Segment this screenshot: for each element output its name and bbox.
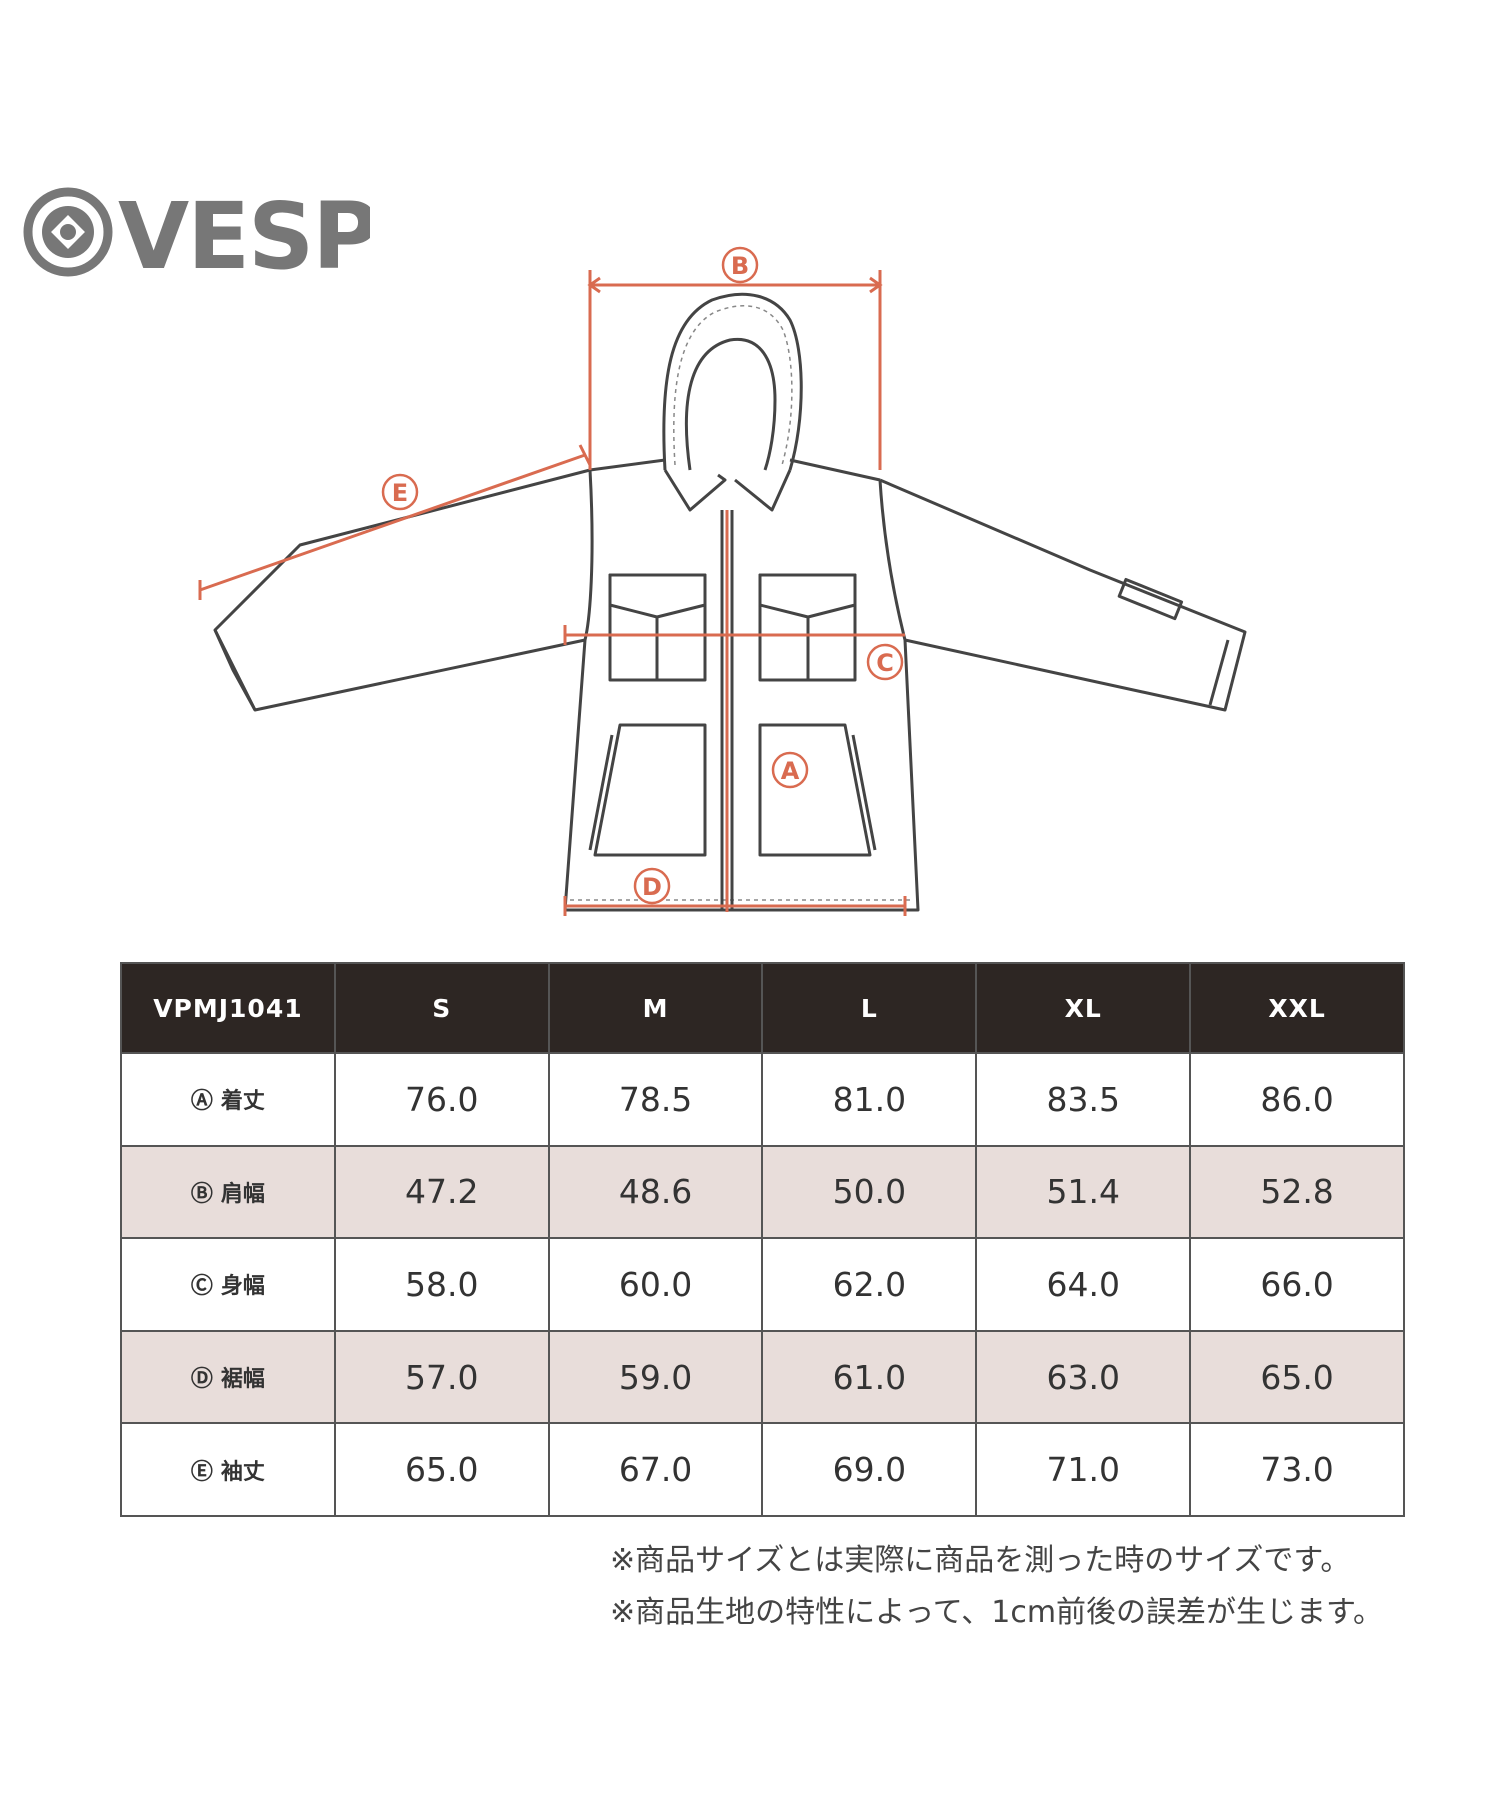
jacket-measurement-diagram: B E C A D <box>198 246 1247 916</box>
table-cell: 76.0 <box>333 1052 550 1147</box>
row-label-text: 身幅 <box>220 1274 265 1300</box>
measure-e: E <box>198 444 592 600</box>
row-mark: Ⓑ <box>190 1181 213 1207</box>
table-cell: 62.0 <box>761 1237 978 1332</box>
chest-pocket-left <box>608 573 707 682</box>
table-cell: 61.0 <box>761 1329 978 1425</box>
table-header-row: VPMJ1041 S M L XL XXL <box>120 962 1405 1054</box>
table-row: Ⓓ 裾幅 57.0 59.0 61.0 63.0 65.0 <box>120 1329 1405 1425</box>
row-label: Ⓔ 袖丈 <box>120 1422 336 1517</box>
table-cell: 57.0 <box>333 1329 550 1425</box>
measure-a: A <box>725 510 809 912</box>
table-cell: 47.2 <box>333 1144 550 1240</box>
table-cell: 65.0 <box>1189 1329 1405 1425</box>
row-mark: Ⓔ <box>190 1459 213 1485</box>
row-label-text: 袖丈 <box>220 1459 265 1485</box>
table-cell: 83.5 <box>975 1052 1192 1147</box>
collar-left <box>663 469 727 512</box>
size-notes: ※商品サイズとは実際に商品を測った時のサイズです。 ※商品生地の特性によって、1… <box>610 1535 1490 1639</box>
svg-text:C: C <box>876 649 894 677</box>
table-cell: 65.0 <box>333 1422 550 1517</box>
brand-name: VESP <box>118 183 370 282</box>
table-cell: 59.0 <box>547 1329 764 1425</box>
row-label: Ⓓ 裾幅 <box>120 1329 336 1425</box>
measure-c: C <box>563 625 905 681</box>
note-line: ※商品生地の特性によって、1cm前後の誤差が生じます。 <box>610 1595 1384 1630</box>
table-cell: 58.0 <box>333 1237 550 1332</box>
header-size-m: M <box>547 962 764 1054</box>
row-label-text: 着丈 <box>220 1089 265 1115</box>
right-sleeve-outline <box>879 478 1247 712</box>
sleeve-patch <box>1117 577 1184 621</box>
header-size-xxl: XXL <box>1189 962 1405 1054</box>
lower-pocket-right <box>758 723 877 857</box>
table-cell: 71.0 <box>975 1422 1192 1517</box>
table-row: Ⓑ 肩幅 47.2 48.6 50.0 51.4 52.8 <box>120 1144 1405 1240</box>
note-line: ※商品サイズとは実際に商品を測った時のサイズです。 <box>610 1543 1351 1578</box>
table-cell: 69.0 <box>761 1422 978 1517</box>
row-label: Ⓑ 肩幅 <box>120 1144 336 1240</box>
table-cell: 66.0 <box>1189 1237 1405 1332</box>
table-cell: 64.0 <box>975 1237 1192 1332</box>
vesp-emblem-icon <box>23 187 113 277</box>
table-cell: 73.0 <box>1189 1422 1405 1517</box>
svg-text:B: B <box>731 252 749 280</box>
table-cell: 63.0 <box>975 1329 1192 1425</box>
row-label: Ⓒ 身幅 <box>120 1237 336 1332</box>
row-label-text: 裾幅 <box>220 1367 265 1393</box>
svg-text:A: A <box>781 757 800 785</box>
table-cell: 60.0 <box>547 1237 764 1332</box>
table-row: Ⓒ 身幅 58.0 60.0 62.0 64.0 66.0 <box>120 1237 1405 1332</box>
row-label: Ⓐ 着丈 <box>120 1052 336 1147</box>
brand-logo: VESP <box>23 183 370 282</box>
table-cell: 81.0 <box>761 1052 978 1147</box>
table-cell: 86.0 <box>1189 1052 1405 1147</box>
hood-inner <box>684 337 777 471</box>
measure-b: B <box>587 246 883 470</box>
size-table: VPMJ1041 S M L XL XXL Ⓐ 着丈 76.0 78.5 81.0… <box>120 962 1405 1517</box>
jacket-body-outline <box>563 458 920 912</box>
row-mark: Ⓐ <box>190 1089 213 1115</box>
header-model: VPMJ1041 <box>120 962 336 1054</box>
chest-pocket-right <box>758 573 857 682</box>
header-size-xl: XL <box>975 962 1192 1054</box>
lower-pocket-left <box>588 723 707 857</box>
svg-text:D: D <box>642 873 662 901</box>
table-cell: 50.0 <box>761 1144 978 1240</box>
header-size-s: S <box>333 962 550 1054</box>
table-row: Ⓔ 袖丈 65.0 67.0 69.0 71.0 73.0 <box>120 1422 1405 1517</box>
table-cell: 67.0 <box>547 1422 764 1517</box>
table-cell: 51.4 <box>975 1144 1192 1240</box>
hood-outline <box>662 292 803 471</box>
table-row: Ⓐ 着丈 76.0 78.5 81.0 83.5 86.0 <box>120 1052 1405 1147</box>
table-cell: 52.8 <box>1189 1144 1405 1240</box>
svg-text:E: E <box>392 479 408 507</box>
table-cell: 78.5 <box>547 1052 764 1147</box>
row-mark: Ⓒ <box>190 1274 213 1300</box>
header-size-l: L <box>761 962 978 1054</box>
collar-right <box>734 469 792 512</box>
row-mark: Ⓓ <box>190 1367 213 1393</box>
table-cell: 48.6 <box>547 1144 764 1240</box>
center-zipper <box>720 510 734 910</box>
row-label-text: 肩幅 <box>220 1181 265 1207</box>
measure-d: D <box>563 867 907 916</box>
